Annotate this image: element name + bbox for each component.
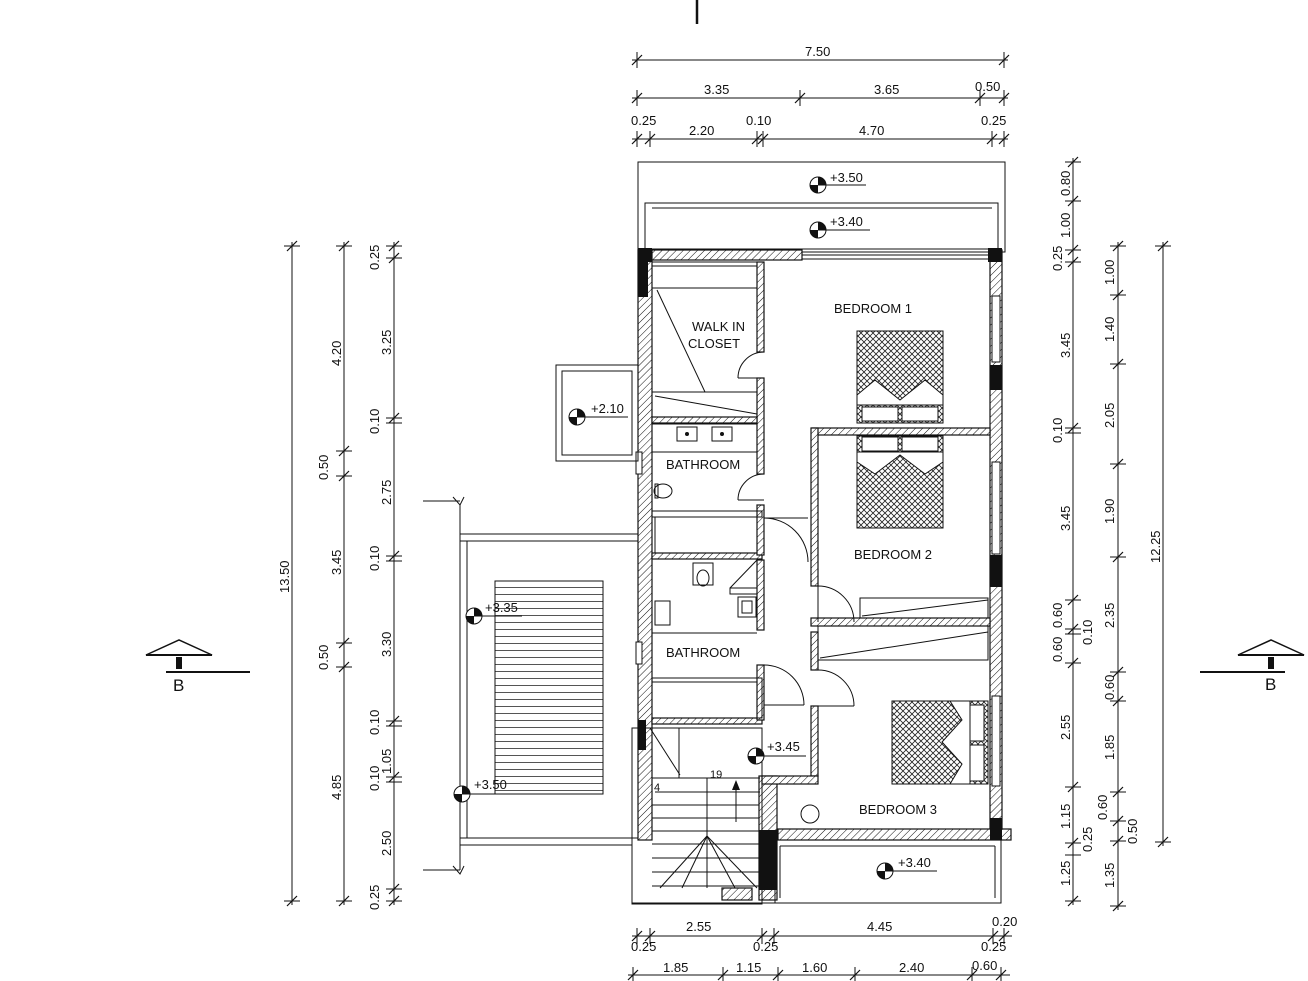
dim-left-col3-3: 2.75 [379, 480, 394, 505]
dim-top-row2-0: 3.35 [704, 82, 729, 97]
level-text-hall: +3.45 [767, 739, 800, 754]
level-text-stair-landing: +3.35 [485, 600, 518, 615]
section-marker-right: B [1200, 639, 1305, 694]
dim-right-col1-9: 2.55 [1058, 715, 1073, 740]
dim-right-col2-6: 1.85 [1102, 735, 1117, 760]
room-label-bathroom-2: BATHROOM [666, 645, 740, 660]
dim-top-row3-4: 0.25 [981, 113, 1006, 128]
dim-left-col3-5: 3.30 [379, 632, 394, 657]
dim-right-col1-0: 0.80 [1058, 171, 1073, 196]
dim-left-col3-9: 2.50 [379, 831, 394, 856]
room-label-bathroom-1: BATHROOM [666, 457, 740, 472]
room-label-walk-in-closet-2: CLOSET [688, 336, 740, 351]
level-text-balcony-top: +3.40 [830, 214, 863, 229]
dim-left-col3-6: 0.10 [367, 710, 382, 735]
dim-right-col1-2: 0.25 [1050, 246, 1065, 271]
dim-right-col1-8: 0.60 [1050, 637, 1065, 662]
dim-bottom-row1b-1: 0.25 [753, 939, 778, 954]
level-marker-stair-landing: +3.35 [465, 600, 522, 625]
bed-bedroom-1 [856, 330, 944, 424]
dim-top-row3-1: 2.20 [689, 123, 714, 138]
dim-right-col2-5: 0.60 [1102, 675, 1117, 700]
dim-top-row3-0: 0.25 [631, 113, 656, 128]
dim-bottom-row1-0: 2.55 [686, 919, 711, 934]
dim-bottom-row1-2: 0.20 [992, 914, 1017, 929]
left-dimensions: 13.50 4.20 0.50 3.45 0.50 4.85 [277, 240, 402, 910]
dim-left-col3-2: 0.10 [367, 409, 382, 434]
level-marker-stair-bottom: +3.50 [453, 777, 512, 803]
dim-bottom-row2-2: 1.60 [802, 960, 827, 975]
level-marker-roof-top: +3.50 [809, 170, 866, 194]
dim-bottom-row1-1: 4.45 [867, 919, 892, 934]
building-outline [423, 161, 1012, 905]
dim-left-col3-4: 0.10 [367, 546, 382, 571]
level-text-side-box: +2.10 [591, 401, 624, 416]
level-marker-side-box: +2.10 [568, 401, 628, 426]
level-marker-balcony-top: +3.40 [809, 214, 870, 239]
dim-right-overall: 12.25 [1148, 530, 1163, 563]
dim-right-col1-5: 3.45 [1058, 506, 1073, 531]
stair-step-bottom: 4 [654, 782, 660, 794]
dim-right-col1-6: 0.60 [1050, 603, 1065, 628]
level-text-stair-bottom: +3.50 [474, 777, 507, 792]
dim-left-col3-0: 0.25 [367, 245, 382, 270]
dim-right-col1-1: 1.00 [1058, 213, 1073, 238]
dim-top-row2-1: 3.65 [874, 82, 899, 97]
level-text-balcony-bottom: +3.40 [898, 855, 931, 870]
section-label-right: B [1265, 675, 1276, 694]
dim-bottom-row2-0: 1.85 [663, 960, 688, 975]
right-dimensions: 0.80 1.00 0.25 3.45 0.10 3.45 0.60 0.10 … [1050, 156, 1171, 912]
bed-bedroom-3 [891, 700, 989, 785]
level-marker-balcony-bottom: +3.40 [876, 855, 937, 880]
dim-left-col3-8: 0.10 [367, 766, 382, 791]
room-label-walk-in-closet-1: WALK IN [692, 319, 745, 334]
dim-right-col1-7: 0.10 [1080, 620, 1095, 645]
section-marker-left: B [145, 639, 250, 695]
dim-bottom-row2-3: 2.40 [899, 960, 924, 975]
top-dimensions: 7.50 3.35 3.65 0.50 0.25 2.20 0.10 4.70 … [631, 44, 1010, 147]
dim-left-overall: 13.50 [277, 560, 292, 593]
dim-right-col2-1: 1.40 [1102, 317, 1117, 342]
dim-right-col1-11: 0.25 [1080, 827, 1095, 852]
dim-right-col2-3: 1.90 [1102, 499, 1117, 524]
stair-step-top: 19 [710, 769, 722, 781]
dim-right-col1-4: 0.10 [1050, 418, 1065, 443]
dim-right-col2-0: 1.00 [1102, 260, 1117, 285]
dim-right-col2-2: 2.05 [1102, 403, 1117, 428]
dim-bottom-row1b-0: 0.25 [631, 939, 656, 954]
bottom-dimensions: 2.55 4.45 0.20 0.25 0.25 0.25 1.85 1.15 … [627, 914, 1017, 981]
dim-right-col1-10: 1.15 [1058, 804, 1073, 829]
dim-left-col2-3: 0.50 [316, 645, 331, 670]
room-label-bedroom-2: BEDROOM 2 [854, 547, 932, 562]
dim-left-col2-4: 4.85 [329, 775, 344, 800]
dim-left-col2-1: 0.50 [316, 455, 331, 480]
dim-right-col2-4: 2.35 [1102, 603, 1117, 628]
dim-left-col2-2: 3.45 [329, 550, 344, 575]
dim-left-col3-1: 3.25 [379, 330, 394, 355]
dim-right-col1-12: 1.25 [1058, 861, 1073, 886]
dim-bottom-row1b-2: 0.25 [981, 939, 1006, 954]
dim-bottom-row2-4: 0.60 [972, 958, 997, 973]
room-label-bedroom-3: BEDROOM 3 [859, 802, 937, 817]
dim-right-col1-3: 3.45 [1058, 333, 1073, 358]
dim-top-row2-2: 0.50 [975, 79, 1000, 94]
level-marker-hall: +3.45 [747, 739, 806, 765]
dim-top-row3-3: 4.70 [859, 123, 884, 138]
dim-top-row3-2: 0.10 [746, 113, 771, 128]
dim-left-col2-0: 4.20 [329, 341, 344, 366]
room-label-bedroom-1: BEDROOM 1 [834, 301, 912, 316]
dim-top-overall: 7.50 [805, 44, 830, 59]
dim-bottom-row2-1: 1.15 [736, 960, 761, 975]
dim-right-col2-8: 0.50 [1125, 819, 1140, 844]
dim-right-col2-7: 0.60 [1095, 795, 1110, 820]
section-label-left: B [173, 676, 184, 695]
level-text-roof-top: +3.50 [830, 170, 863, 185]
dim-right-col2-9: 1.35 [1102, 863, 1117, 888]
bed-bedroom-2 [856, 435, 944, 529]
dim-left-col3-7: 1.05 [379, 749, 394, 774]
dim-left-col3-10: 0.25 [367, 885, 382, 910]
